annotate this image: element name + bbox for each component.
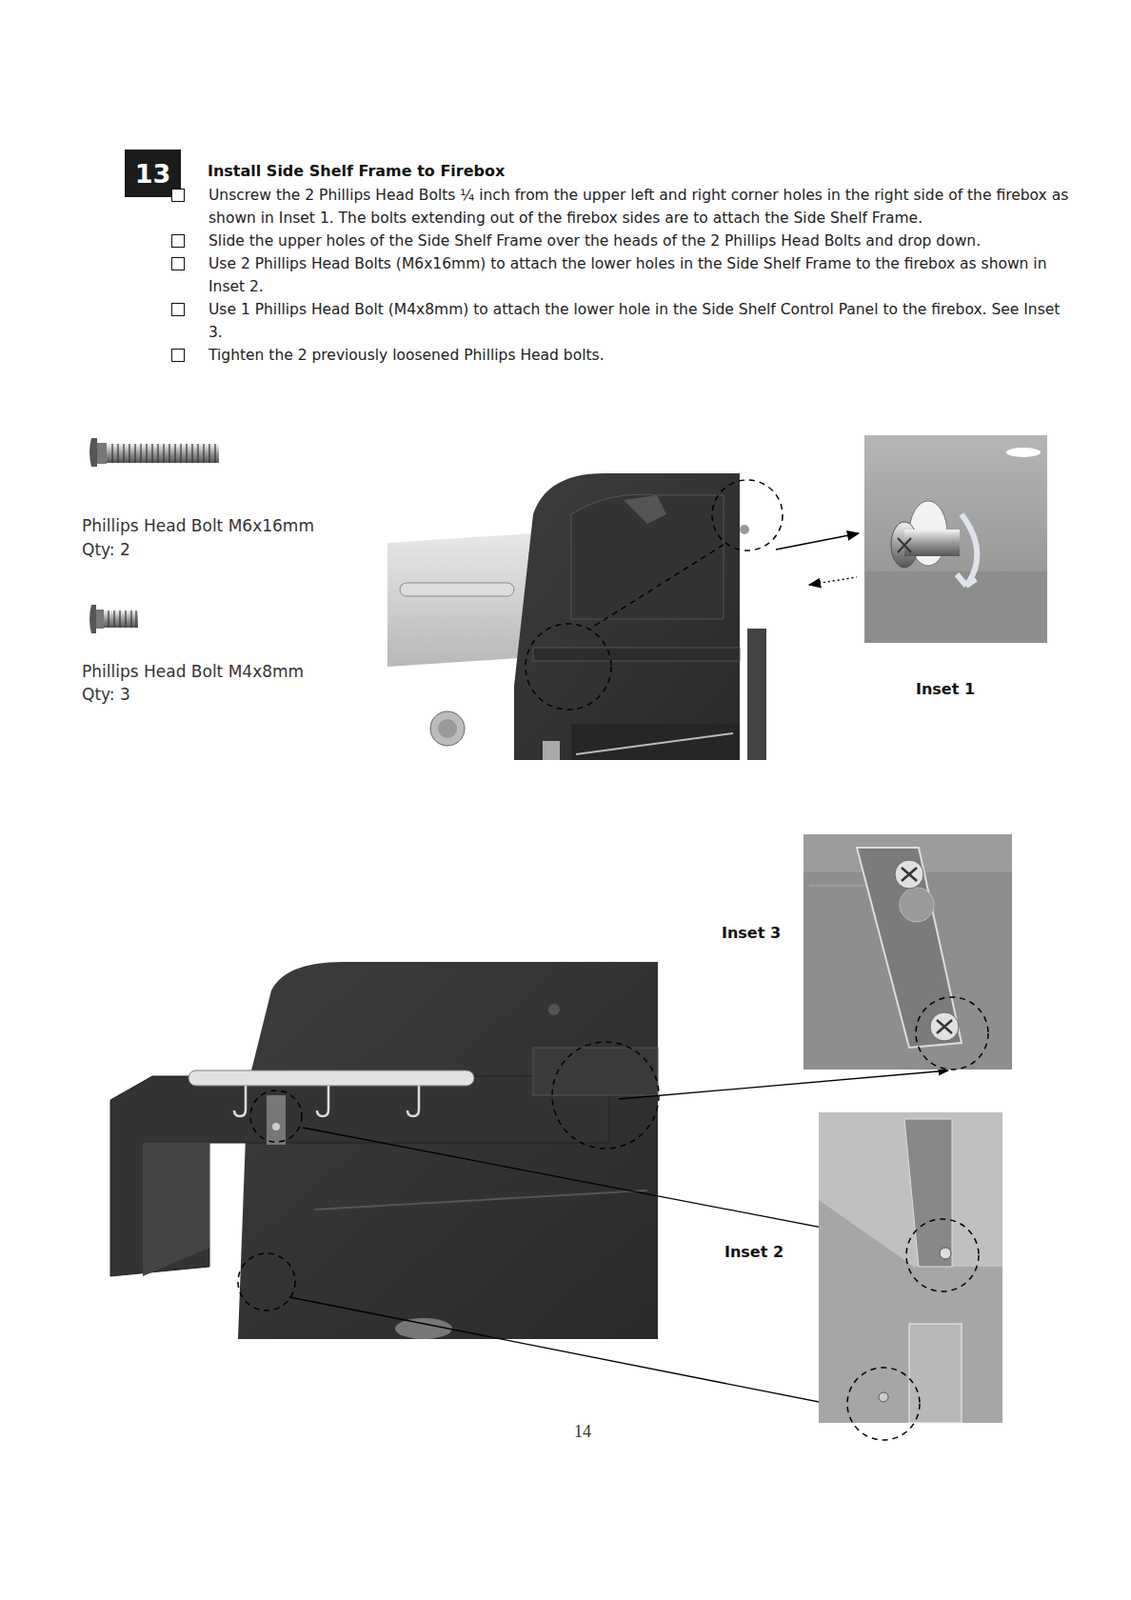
inset-label: Inset 1 xyxy=(915,679,975,698)
page-number: 14 xyxy=(574,1421,592,1442)
instruction-step: Use 1 Phillips Head Bolt (M4x8mm) to att… xyxy=(208,297,1076,344)
inset-image xyxy=(818,1111,1003,1440)
inset-label: Inset 3 xyxy=(721,923,781,942)
instruction-step: Slide the upper holes of the Side Shelf … xyxy=(208,229,1076,253)
grill-side-view xyxy=(387,471,783,760)
checkbox xyxy=(171,257,185,271)
step-title: Install Side Shelf Frame to Firebox xyxy=(207,161,505,180)
leader-arrow xyxy=(775,533,859,550)
inset-image xyxy=(864,435,1048,643)
side-shelf-view xyxy=(110,960,659,1339)
part-name: Phillips Head Bolt M4x8mm xyxy=(81,661,304,681)
inset-image xyxy=(803,833,1012,1070)
instruction-step: Unscrew the 2 Phillips Head Bolts ¼ inch… xyxy=(208,183,1076,230)
bolt-icon-small xyxy=(89,604,139,634)
instruction-step: Tighten the 2 previously loosened Philli… xyxy=(208,343,1076,367)
bolt-icon-large xyxy=(89,437,219,467)
instruction-step: Use 2 Phillips Head Bolts (M6x16mm) to a… xyxy=(208,252,1076,298)
leader-arrow xyxy=(809,576,857,585)
leader-arrow xyxy=(618,1070,949,1099)
leader-arrow xyxy=(289,1296,882,1414)
inset-label: Inset 2 xyxy=(721,1241,787,1262)
checkbox xyxy=(171,188,185,202)
checkbox xyxy=(171,348,185,362)
part-quantity: Qty: 2 xyxy=(81,539,131,559)
part-quantity: Qty: 3 xyxy=(81,684,131,704)
checkbox xyxy=(171,234,185,248)
part-name: Phillips Head Bolt M6x16mm xyxy=(81,515,315,536)
checkbox xyxy=(171,302,185,317)
step-number: 13 xyxy=(135,158,172,189)
